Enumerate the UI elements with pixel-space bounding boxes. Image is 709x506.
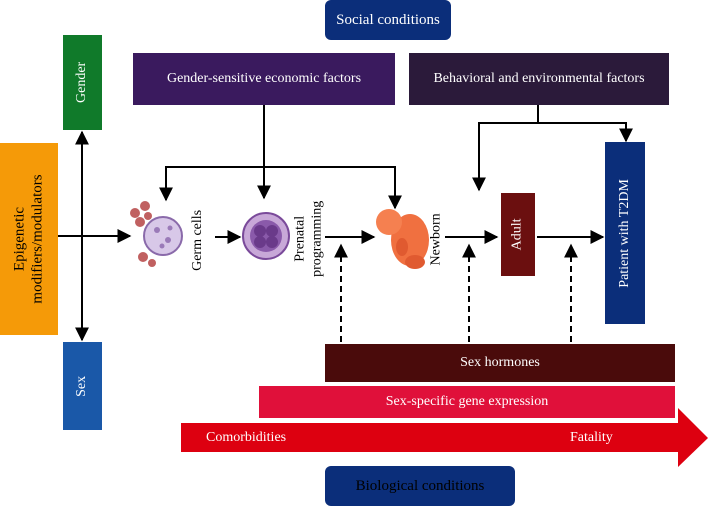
progression-arrow	[181, 408, 708, 467]
germ-cells-text: Germ cells	[180, 205, 218, 275]
prenatal-label: Prenatal programming	[292, 200, 325, 278]
economic-factors-label: Gender-sensitive economic factors	[166, 71, 362, 87]
sex-hormones-label: Sex hormones	[460, 355, 540, 370]
sex-box: Sex	[63, 342, 102, 430]
epigenetic-box: Epigenetic modifiers/modulators	[0, 143, 58, 335]
behavioral-factors-box: Behavioral and environmental factors	[409, 53, 669, 105]
economic-branch-line	[165, 166, 402, 210]
newborn-text: Newborn	[422, 205, 452, 273]
sex-hormones-bar: Sex hormones	[325, 344, 675, 382]
biological-conditions-box: Biological conditions	[325, 466, 515, 506]
social-conditions-label: Social conditions	[336, 11, 440, 28]
behavioral-branch-line	[478, 122, 633, 190]
gene-expression-label: Sex-specific gene expression	[385, 394, 549, 409]
fetus-illustration	[376, 209, 429, 269]
newborn-label: Newborn	[428, 212, 444, 266]
embryo-illustration	[242, 212, 290, 260]
comorbidities-text: Comorbidities	[206, 430, 287, 445]
gender-label: Gender	[74, 61, 90, 104]
gender-box: Gender	[63, 35, 102, 130]
gene-expression-bar: Sex-specific gene expression	[259, 386, 675, 418]
adult-box: Adult	[501, 193, 535, 276]
prenatal-text: Prenatal programming	[288, 195, 330, 283]
germ-cells-illustration	[130, 201, 183, 267]
behavioral-factors-label: Behavioral and environmental factors	[433, 71, 645, 87]
fatality-text: Fatality	[570, 430, 613, 445]
social-conditions-box: Social conditions	[325, 0, 451, 40]
epigenetic-label: Epigenetic modifiers/modulators	[12, 174, 46, 304]
patient-box: Patient with T2DM	[605, 142, 645, 324]
patient-label: Patient with T2DM	[616, 178, 632, 288]
germ-cells-label: Germ cells	[190, 209, 206, 271]
adult-label: Adult	[509, 218, 525, 251]
sex-label: Sex	[74, 375, 90, 397]
economic-factors-box: Gender-sensitive economic factors	[133, 53, 395, 105]
biological-conditions-label: Biological conditions	[355, 477, 485, 494]
